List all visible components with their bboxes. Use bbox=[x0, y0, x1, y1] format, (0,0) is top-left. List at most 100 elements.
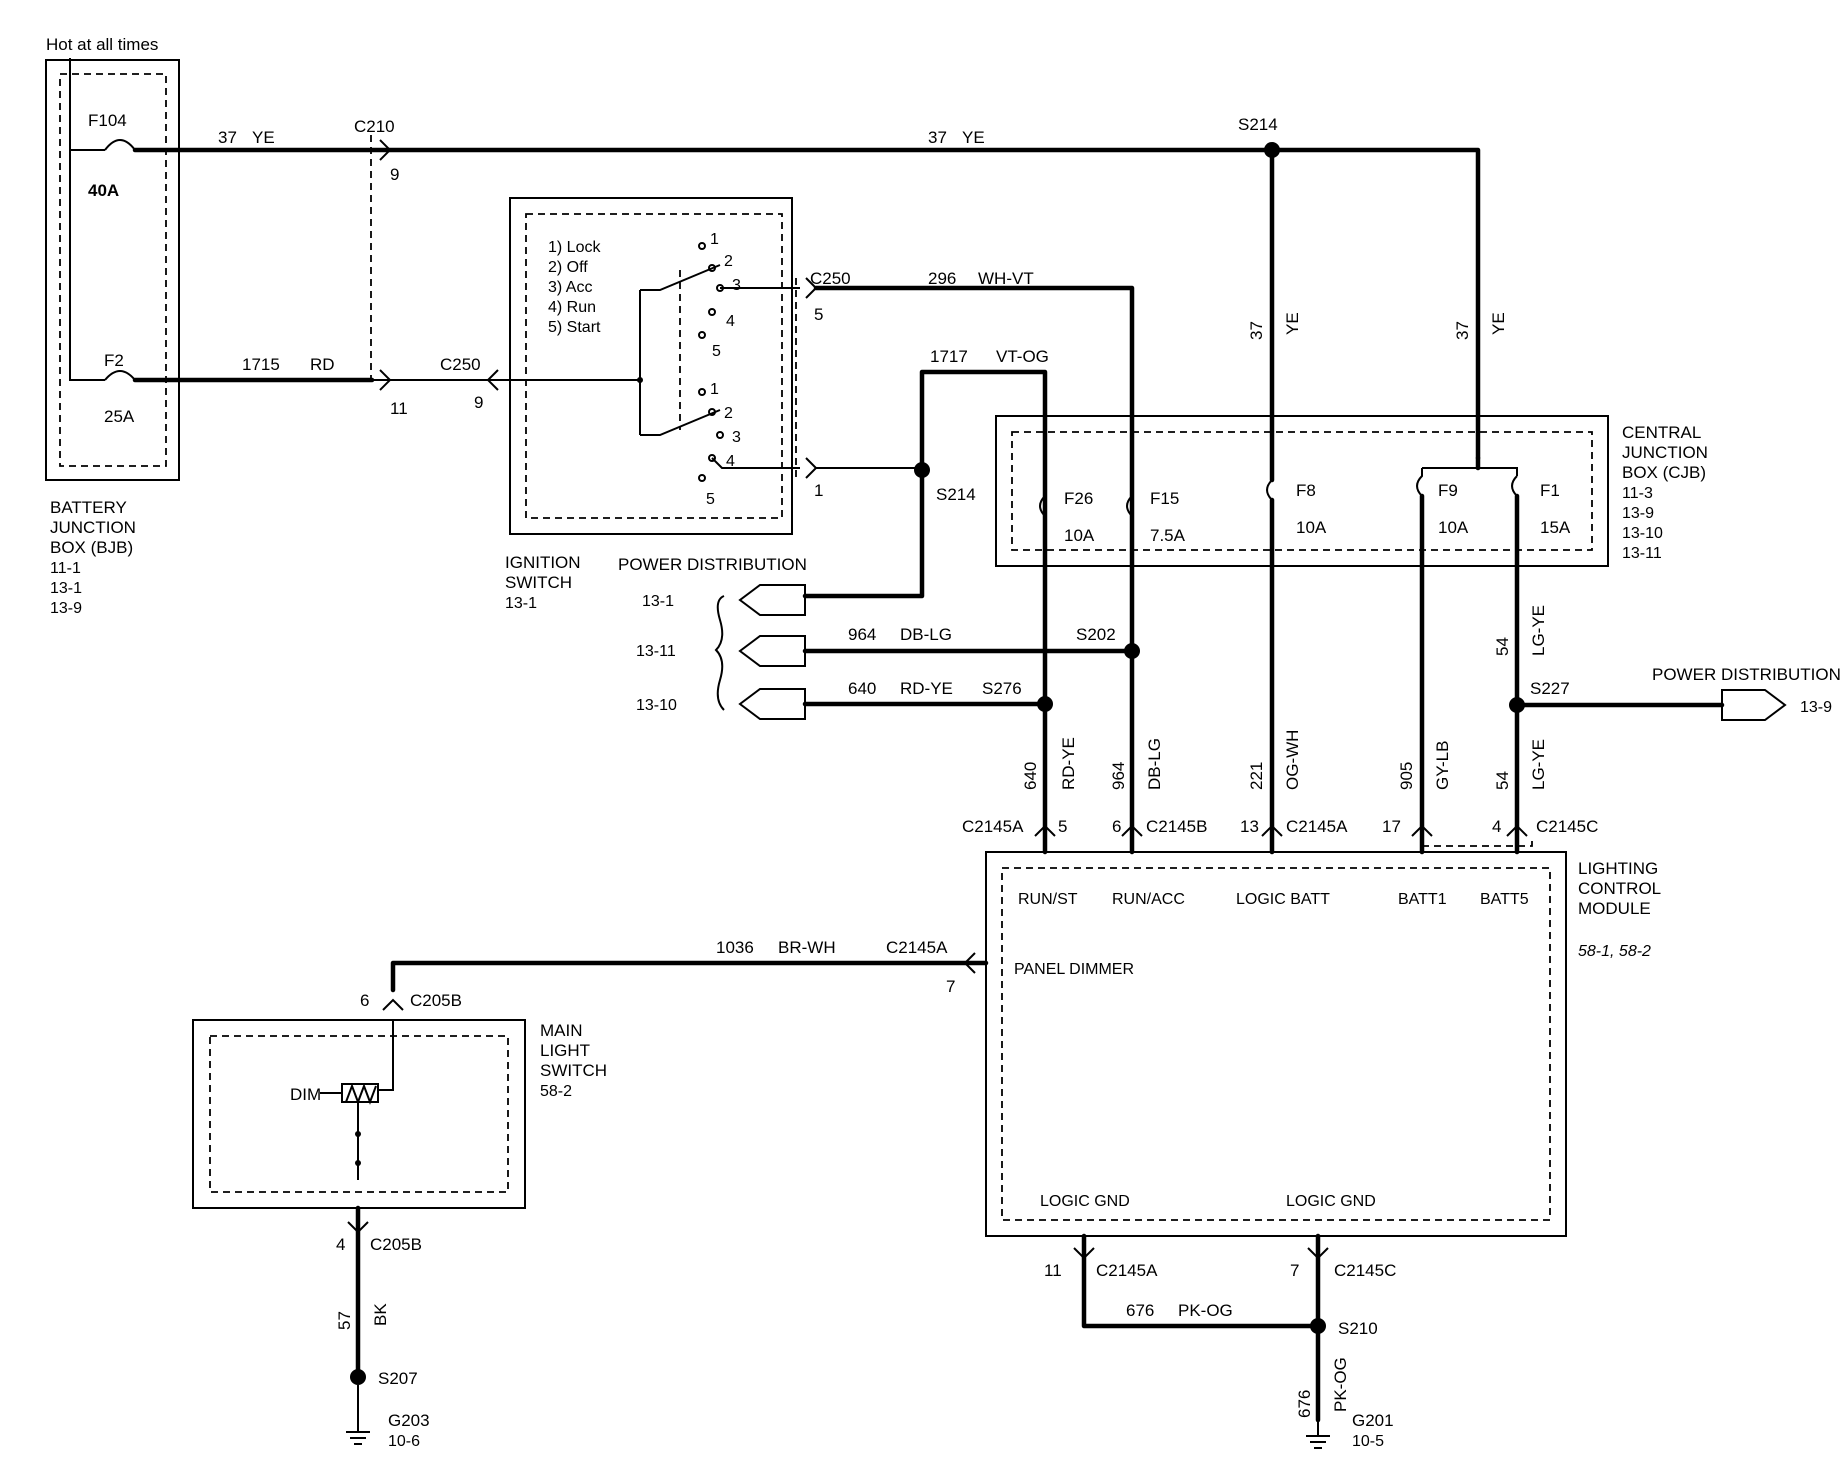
ign-contact-4b: 4 bbox=[726, 453, 735, 470]
wire-37-circuit-b: 37 bbox=[928, 128, 947, 147]
ign-contact-1b: 1 bbox=[710, 381, 719, 398]
ign-contact-2a: 2 bbox=[724, 253, 733, 270]
wire-1717-color: VT-OG bbox=[996, 347, 1049, 366]
f1-fuse-symbol bbox=[1511, 475, 1518, 497]
lcm-pin-logic-batt: LOGIC BATT bbox=[1236, 891, 1330, 908]
f8-fuse-symbol bbox=[1266, 479, 1273, 501]
c2145a-pin-11: 11 bbox=[1044, 1261, 1062, 1280]
battery-junction-box: Hot at all times F104 40A F2 25A BATTERY… bbox=[45, 35, 182, 617]
lcm-pin-batt5: BATT5 bbox=[1480, 891, 1529, 908]
mls-name-line-1: MAIN bbox=[540, 1021, 583, 1040]
wire-964-v-circuit: 964 bbox=[1109, 762, 1128, 790]
c2145b-6-label: C2145B bbox=[1146, 817, 1207, 836]
c250-pin-right: 9 bbox=[474, 393, 483, 412]
s276-splice bbox=[1037, 696, 1053, 712]
wire-54-b-color: LG-YE bbox=[1529, 739, 1548, 790]
wire-676-v-color: PK-OG bbox=[1331, 1357, 1350, 1412]
f1-label: F1 bbox=[1540, 481, 1560, 500]
s214-top-label: S214 bbox=[1238, 115, 1278, 134]
f104-label: F104 bbox=[88, 111, 127, 130]
wire-221-color: OG-WH bbox=[1283, 730, 1302, 790]
wire-37-circuit-d: 37 bbox=[1453, 321, 1472, 340]
c250-ignition-arrow bbox=[486, 369, 499, 391]
ign-ref: 13-1 bbox=[505, 595, 537, 612]
f15-fuse-symbol bbox=[1126, 495, 1133, 517]
c2145a-pin-7: 7 bbox=[946, 977, 955, 996]
lighting-control-module: RUN/ST RUN/ACC LOGIC BATT BATT1 BATT5 PA… bbox=[985, 851, 1661, 1237]
f104-fuse-symbol bbox=[104, 139, 136, 151]
f8-label: F8 bbox=[1296, 481, 1316, 500]
f9-label: F9 bbox=[1438, 481, 1458, 500]
wire-54-a-circuit: 54 bbox=[1493, 637, 1512, 656]
f26-rating: 10A bbox=[1064, 526, 1095, 545]
c2145a-7-label: C2145A bbox=[886, 938, 948, 957]
wire-676-h-color: PK-OG bbox=[1178, 1301, 1233, 1320]
f9-rating: 10A bbox=[1438, 518, 1469, 537]
wire-37-ye-top: 37 YE 37 YE C210 9 S214 37 YE 37 YE bbox=[176, 115, 1508, 483]
power-dist-right-label: POWER DISTRIBUTION bbox=[1652, 665, 1840, 684]
g201-ref: 10-5 bbox=[1352, 1433, 1384, 1450]
wire-1036-brwh: 1036 BR-WH C2145A 7 6 C205B bbox=[360, 938, 989, 1011]
wire-1036-circuit: 1036 bbox=[716, 938, 754, 957]
wire-37-circuit-a: 37 bbox=[218, 128, 237, 147]
c2145c-7-label: C2145C bbox=[1334, 1261, 1396, 1280]
wire-296-circuit: 296 bbox=[928, 269, 956, 288]
power-dist-left-label: POWER DISTRIBUTION bbox=[618, 555, 807, 574]
bjb-ref-1: 11-1 bbox=[50, 560, 81, 577]
c205b-6-label: C205B bbox=[410, 991, 462, 1010]
lcm-feed-wires: 640 RD-YE 964 DB-LG 221 OG-WH 905 GY-LB … bbox=[962, 493, 1840, 855]
s202-splice bbox=[1124, 643, 1140, 659]
cjb-name-line-1: CENTRAL bbox=[1622, 423, 1701, 442]
bjb-name-line-2: JUNCTION bbox=[50, 518, 136, 537]
wire-964-v-color: DB-LG bbox=[1145, 738, 1164, 790]
ign-contact-5b: 5 bbox=[706, 491, 715, 508]
c2145a-pin-5: 5 bbox=[1058, 817, 1067, 836]
power-dist-13-9-connector bbox=[1721, 689, 1787, 721]
wire-1715-rd: 1715 RD C250 11 9 bbox=[176, 355, 640, 418]
c2145a-11-label: C2145A bbox=[1096, 1261, 1158, 1280]
lcm-pin-run-st: RUN/ST bbox=[1018, 891, 1078, 908]
ignition-switch: 1) Lock 2) Off 3) Acc 4) Run 5) Start 1 … bbox=[505, 197, 800, 612]
power-dist-13-1-connector bbox=[738, 584, 806, 616]
ign-name-line-2: SWITCH bbox=[505, 573, 572, 592]
f104-rating: 40A bbox=[88, 181, 119, 200]
g203-ground-icon bbox=[346, 1431, 370, 1445]
f2-rating: 25A bbox=[104, 407, 135, 426]
ign-name-line-1: IGNITION bbox=[505, 553, 581, 572]
wire-37-circuit-c: 37 bbox=[1247, 321, 1266, 340]
wire-640-v-circuit: 640 bbox=[1021, 762, 1040, 790]
wire-1036-color: BR-WH bbox=[778, 938, 836, 957]
wire-57-color: BK bbox=[371, 1303, 390, 1326]
s276-label: S276 bbox=[982, 679, 1022, 698]
wire-221-circuit: 221 bbox=[1247, 762, 1266, 790]
mls-ref: 58-2 bbox=[540, 1083, 572, 1100]
wire-1717-circuit: 1717 bbox=[930, 347, 968, 366]
lcm-pin-run-acc: RUN/ACC bbox=[1112, 891, 1185, 908]
c205b-pin-4: 4 bbox=[336, 1235, 345, 1254]
wire-676-v-circuit: 676 bbox=[1295, 1390, 1314, 1418]
c2145c-4-label: C2145C bbox=[1536, 817, 1598, 836]
wire-964-h-circuit: 964 bbox=[848, 625, 876, 644]
s210-label: S210 bbox=[1338, 1319, 1378, 1338]
power-dist-ref-13-10: 13-10 bbox=[636, 697, 677, 714]
bjb-name-line-3: BOX (BJB) bbox=[50, 538, 133, 557]
power-distribution-left: POWER DISTRIBUTION 13-1 13-11 13-10 964 … bbox=[618, 555, 1140, 720]
wire-1715-color: RD bbox=[310, 355, 335, 374]
s214-ign-label: S214 bbox=[936, 485, 976, 504]
g201-label: G201 bbox=[1352, 1411, 1394, 1430]
f2-fuse-symbol bbox=[104, 370, 136, 381]
cjb-name-line-3: BOX (CJB) bbox=[1622, 463, 1706, 482]
wire-57-circuit: 57 bbox=[335, 1311, 354, 1330]
c2145a-pin-13: 13 bbox=[1240, 817, 1259, 836]
ign-contact-2b: 2 bbox=[724, 405, 733, 422]
wire-640-h-circuit: 640 bbox=[848, 679, 876, 698]
wire-1717-vtog: 1 S214 1717 VT-OG bbox=[802, 347, 1049, 855]
c250-label-a: C250 bbox=[440, 355, 481, 374]
bjb-ref-2: 13-1 bbox=[50, 580, 82, 597]
c250-pin-5: 5 bbox=[814, 305, 823, 324]
f15-label: F15 bbox=[1150, 489, 1179, 508]
f1-rating: 15A bbox=[1540, 518, 1571, 537]
c250-pin-1: 1 bbox=[814, 481, 823, 500]
lcm-pin-logic-gnd-1: LOGIC GND bbox=[1040, 1193, 1130, 1210]
ign-contact-1a: 1 bbox=[710, 231, 719, 248]
